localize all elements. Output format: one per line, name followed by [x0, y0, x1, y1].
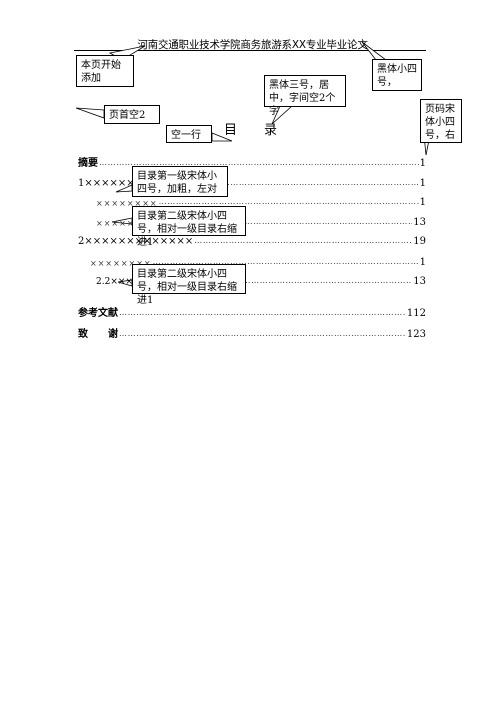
toc-leader: ………………………………………………………………………………………………… [152, 257, 419, 266]
toc-entry-page: 112 [406, 308, 426, 319]
toc-entry-page: 1 [419, 178, 426, 189]
pointer-header-space [75, 107, 105, 119]
toc-leader: …………………………………………………………………………………………………………… [99, 158, 419, 167]
callout-level1-font: 目录第一级宋体小四号，加粗，左对 [132, 166, 228, 197]
toc-leader: …………………………………………………………………………………………………………… [194, 236, 412, 245]
toc-entry-page: 1 [419, 158, 426, 169]
toc-entry-section-1-2[interactable]: ×××××××× …………………………………………………………………………………… [96, 214, 426, 228]
toc-entry-acknowledgement[interactable]: 致 谢 ………………………………………………………………………………………………… [78, 326, 426, 340]
toc-entry-section-2-2[interactable]: 2.2×××××× ………………………………………………………………………………… [96, 273, 426, 287]
toc-leader: ………………………………………………………………………………………………… [157, 276, 413, 285]
callout-header-start: 本页开始添加 [76, 55, 134, 87]
toc-leader: ………………………………………………………………………………………………… [158, 197, 419, 206]
toc-entry-label: 致 谢 [78, 329, 118, 340]
callout-level2-font-b: 目录第二级宋体小四号，相对一级目录右缩进1 [132, 264, 246, 306]
toc-entry-chapter-2[interactable]: 2××××××××××××× …………………………………………………………………… [78, 233, 426, 247]
toc-title-char-1: 目 [224, 123, 238, 138]
header-rule [74, 50, 426, 51]
toc-entry-label: ×××××××× [96, 199, 158, 208]
toc-entry-label: ×××××××× [96, 219, 158, 228]
toc-entry-references[interactable]: 参考文献 ……………………………………………………………………………………………… [78, 305, 426, 319]
toc-leader: …………………………………………………………………………………………………………… [119, 329, 406, 338]
callout-page-num-font: 页码宋体小四号，右 [420, 99, 462, 143]
toc-title-char-2: 录 [264, 123, 278, 138]
toc-entry-label: 参考文献 [78, 308, 118, 319]
toc-entry-page: 19 [413, 236, 426, 247]
toc-entry-section-2-1[interactable]: ×××××××× …………………………………………………………………………………… [90, 254, 426, 268]
toc-entry-section-1-1[interactable]: ×××××××× …………………………………………………………………………………… [96, 194, 426, 208]
toc-entry-label: ×××××××× [90, 259, 152, 268]
toc-leader: ………………………………………………………………………………………………… [159, 217, 413, 226]
toc-leader: …………………………………………………………………………………………………………… [135, 178, 419, 187]
toc-entry-label: 2××××××××××××× [78, 236, 194, 247]
toc-entry-chapter-1[interactable]: 1×××××× ……………………………………………………………………………………… [78, 175, 426, 189]
pointer-header-font [361, 41, 388, 61]
toc-entry-label: 摘要 [78, 158, 98, 169]
toc-entry-page: 1 [419, 257, 426, 268]
toc-entry-label: 2.2×××××× [96, 277, 156, 287]
toc-entry-page: 1 [419, 197, 426, 208]
callout-title-font: 黑体三号，居中，字间空2个字 [264, 75, 346, 117]
toc-entry-label: 1×××××× [78, 178, 135, 189]
callout-blank-line: 空一行 [166, 125, 212, 143]
callout-level2-font-a: 目录第二级宋体小四号，相对一级目录右缩进1 [132, 206, 246, 248]
header-title: 河南交通职业技术学院商务旅游系XX专业毕业论文 [137, 39, 368, 51]
pointer-blank-line [211, 132, 233, 142]
callout-header-space: 页首空2 [104, 105, 160, 124]
toc-entry-page: 123 [406, 329, 426, 340]
toc-entry-abstract[interactable]: 摘要 …………………………………………………………………………………………………… [78, 155, 426, 169]
toc-entry-page: 13 [413, 217, 426, 228]
toc-leader: …………………………………………………………………………………………………………… [119, 308, 406, 317]
callout-header-font: 黑体小四号， [372, 59, 422, 91]
toc-entry-page: 13 [413, 276, 426, 287]
